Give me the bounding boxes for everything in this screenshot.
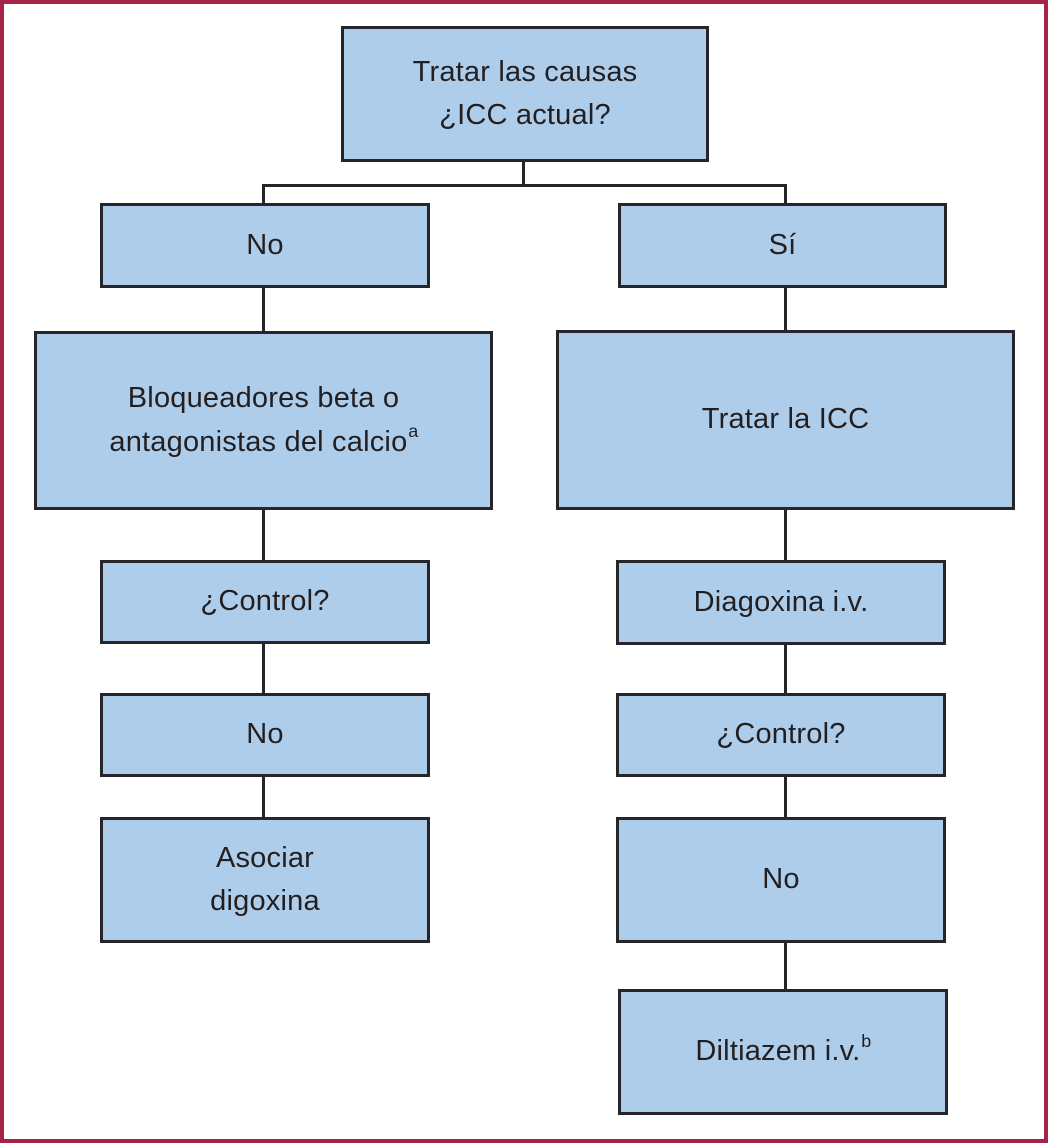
node-no-right-label: No — [762, 863, 800, 896]
node-beta-blockers-line1: Bloqueadores beta o — [127, 382, 400, 414]
connector-right-1 — [784, 288, 787, 330]
node-add-digoxin-line1: Asociar — [215, 841, 315, 874]
node-digoxin-iv: Diagoxina i.v. — [616, 560, 946, 645]
connector-left-2 — [262, 510, 265, 560]
connector-right-5 — [784, 943, 787, 989]
node-root: Tratar las causas ¿ICC actual? — [341, 26, 709, 162]
connector-right-2 — [784, 510, 787, 560]
connector-right-4 — [784, 777, 787, 817]
node-treat-icc: Tratar la ICC — [556, 330, 1015, 510]
node-add-digoxin-line2: digoxina — [210, 885, 320, 917]
node-no-branch-label: No — [246, 228, 284, 261]
connector-root-down — [522, 162, 525, 185]
node-root-line1: Tratar las causas — [412, 55, 638, 88]
connector-branch-right — [784, 184, 787, 203]
node-control-left-label: ¿Control? — [200, 585, 330, 618]
node-yes-branch-label: Sí — [768, 228, 797, 261]
node-no-right: No — [616, 817, 946, 943]
connector-left-1 — [262, 288, 265, 331]
node-digoxin-iv-label: Diagoxina i.v. — [693, 585, 869, 618]
node-no-branch: No — [100, 203, 430, 288]
node-treat-icc-label: Tratar la ICC — [701, 403, 870, 436]
node-diltiazem-iv-label: Diltiazem i.v.b — [695, 1030, 872, 1068]
connector-branch-horizontal — [262, 184, 787, 187]
footnote-marker-b: b — [861, 1030, 872, 1051]
node-yes-branch: Sí — [618, 203, 947, 288]
footnote-marker-a: a — [408, 421, 419, 442]
node-no-left-label: No — [246, 718, 284, 751]
connector-left-3 — [262, 644, 265, 693]
node-control-right-label: ¿Control? — [716, 718, 846, 751]
node-diltiazem-iv: Diltiazem i.v.b — [618, 989, 948, 1115]
connector-left-4 — [262, 777, 265, 817]
node-no-left: No — [100, 693, 430, 777]
node-beta-blockers-line2: antagonistas del calcioa — [109, 421, 419, 458]
connector-right-3 — [784, 644, 787, 693]
node-control-left: ¿Control? — [100, 560, 430, 644]
node-beta-blockers: Bloqueadores beta o antagonistas del cal… — [34, 331, 493, 510]
connector-branch-left — [262, 184, 265, 203]
node-control-right: ¿Control? — [616, 693, 946, 777]
node-add-digoxin: Asociar digoxina — [100, 817, 430, 943]
node-root-line2: ¿ICC actual? — [439, 99, 611, 131]
